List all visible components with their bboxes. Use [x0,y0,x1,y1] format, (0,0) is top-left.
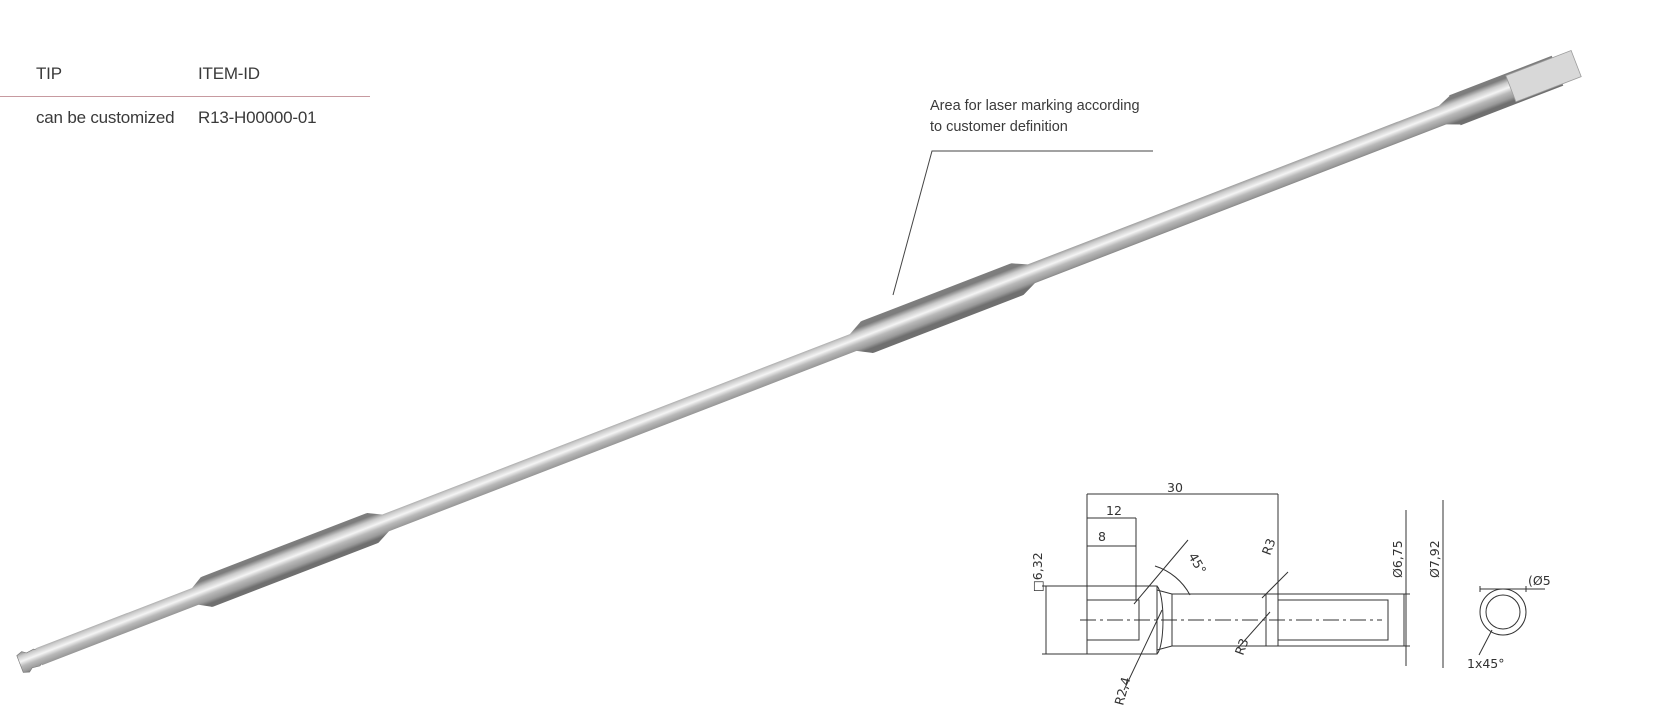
dim-r24: R2,4 [1111,675,1133,707]
hex-transition [1439,94,1463,125]
tip-shaft [35,587,201,666]
screwdriver-bit [16,49,1582,673]
dim-30: 30 [1167,480,1183,495]
dim-chamfer: 1x45° [1467,656,1505,671]
collar-1 [199,513,380,607]
end-view-outer [1479,588,1527,636]
dim-r3-bottom: R3 [1232,636,1252,657]
collar-2-laser-area [860,263,1025,353]
dim-dia792: Ø7,92 [1427,540,1442,578]
cell-tip-value: can be customized [36,108,175,127]
table-row: can be customized R13-H00000-01 [0,96,372,140]
dim-12: 12 [1106,503,1122,518]
collar-transition-1 [192,577,213,607]
hex-square-end [1505,49,1582,103]
header-tip: TIP [36,64,62,83]
dim-dia5: (Ø5 [1528,573,1551,588]
collar-transition-2 [849,321,874,353]
dim-square: □6,32 [1030,552,1045,592]
laser-marking-annotation: Area for laser marking according to cust… [930,96,1140,138]
annotation-line-2: to customer definition [930,119,1068,135]
upper-shaft [1025,104,1449,284]
table-divider [0,96,370,97]
table-header-row: TIP ITEM-ID [0,52,372,97]
item-info-table: TIP ITEM-ID can be customized R13-H00000… [0,52,372,140]
annotation-leader [892,150,1153,296]
technical-drawing [1042,493,1545,691]
header-item-id: ITEM-ID [198,64,260,83]
end-view-inner [1485,594,1521,630]
main-shaft [380,333,859,532]
drawing-shaft-section [1171,593,1405,647]
dim-8: 8 [1098,529,1106,544]
annotation-line-1: Area for laser marking according [930,98,1140,114]
dim-angle: 45° [1185,550,1209,577]
dim-r3-top: R3 [1259,536,1279,557]
dim-dia675: Ø6,75 [1390,540,1405,578]
cell-item-id-value: R13-H00000-01 [198,108,317,127]
